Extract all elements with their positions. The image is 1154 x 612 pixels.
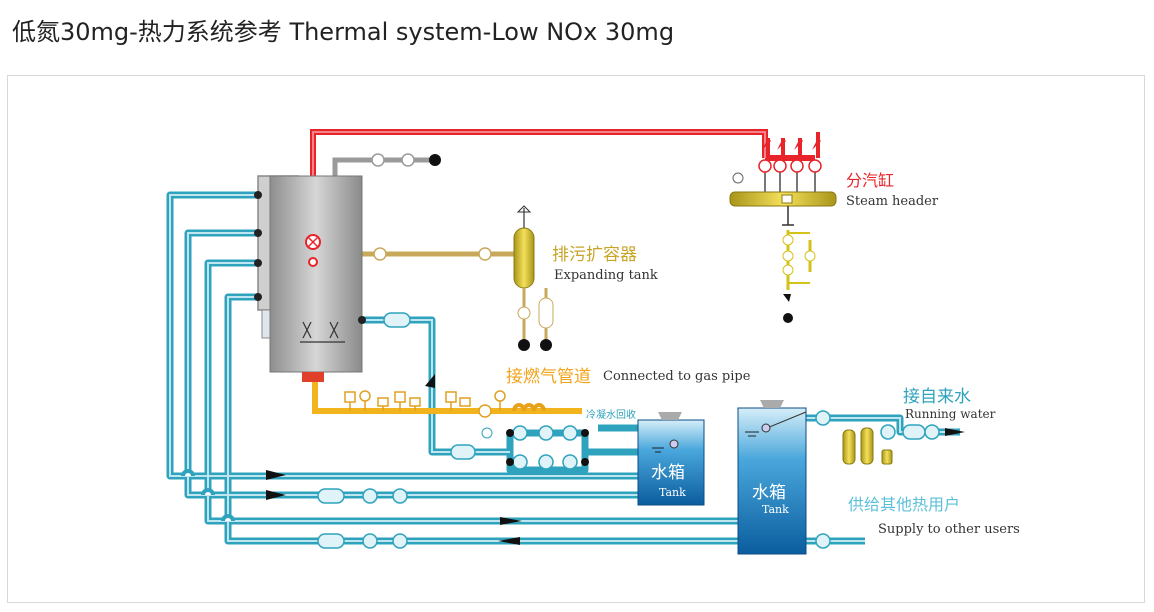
boiler-connection-points (254, 191, 366, 324)
boiler (257, 175, 363, 382)
gas-pipe-compensator (512, 403, 546, 412)
steam-header-cn-label: 分汽缸 (846, 171, 894, 190)
gas-pipe (312, 380, 582, 414)
vent-pipe (332, 157, 435, 176)
gas-line-fittings (344, 390, 506, 418)
gas-pipe-cn-label: 接燃气管道 (506, 367, 591, 387)
tank-large-en-label: Tank (762, 503, 789, 516)
gas-pipe-en-label: Connected to gas pipe (603, 369, 751, 384)
water-tank-small (637, 412, 705, 506)
diagram-frame (7, 75, 1145, 603)
pipe-junctions (506, 429, 589, 466)
boiler-safety-valves (300, 321, 345, 343)
running-water-cn-label: 接自来水 (903, 387, 971, 407)
expanding-tank-cn-label: 排污扩容器 (552, 245, 637, 265)
blowdown-valves (373, 247, 492, 261)
pipe-crossings (181, 469, 235, 522)
condensate-label: 冷凝水回收 (586, 408, 636, 421)
running-water-en-label: Running water (905, 407, 996, 421)
vent-outlet (429, 154, 441, 166)
tank-small-cn-label: 水箱 (651, 463, 685, 483)
water-softener (842, 427, 893, 465)
water-valves (317, 312, 940, 549)
flow-arrows (266, 374, 965, 545)
steam-header-en-label: Steam header (846, 194, 939, 209)
vent-valves (371, 153, 415, 167)
tank-small-en-label: Tank (659, 486, 686, 499)
expanding-tank (513, 205, 554, 351)
supply-users-en-label: Supply to other users (878, 522, 1020, 537)
pressure-gauge (481, 427, 493, 439)
expanding-tank-en-label: Expanding tank (554, 268, 658, 283)
page-title: 低氮30mg-热力系统参考 Thermal system-Low NOx 30m… (12, 18, 675, 46)
tank-large-cn-label: 水箱 (752, 483, 786, 503)
steam-header (729, 132, 837, 323)
supply-users-cn-label: 供给其他热用户 (848, 495, 960, 514)
water-tank-large (737, 400, 807, 555)
